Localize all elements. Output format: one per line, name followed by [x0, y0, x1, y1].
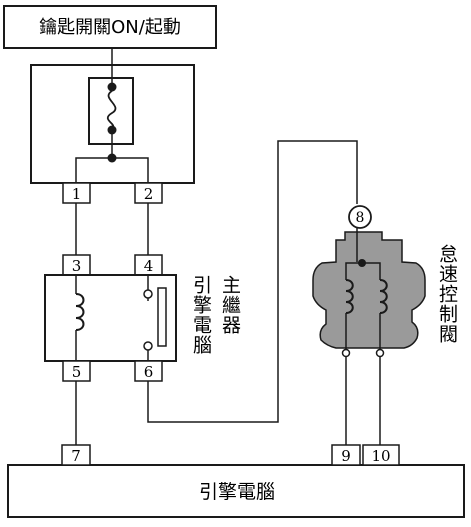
pin-3: 3: [62, 254, 91, 276]
pin-4: 4: [134, 254, 163, 276]
valve-coil-left-icon: [345, 279, 354, 314]
fuse-element: [88, 77, 134, 145]
relay-contact-bottom: [143, 341, 153, 351]
relay-contact-top: [143, 289, 153, 299]
valve-terminal-right: [375, 348, 385, 358]
pin-6: 6: [134, 360, 163, 382]
svg-text:主繼器: 主繼器: [219, 275, 241, 335]
key-switch-label: 鑰匙開關ON/起動: [39, 17, 181, 38]
pin-9: 9: [331, 444, 361, 466]
idle-control-valve: [312, 228, 426, 358]
main-relay: [44, 274, 177, 362]
relay-label-ecu: 引擎電腦: [190, 275, 212, 355]
pin-1: 1: [62, 182, 91, 204]
svg-text:5: 5: [72, 363, 82, 381]
valve-terminal-left: [341, 348, 351, 358]
svg-text:9: 9: [341, 447, 351, 465]
relay-label-main: 主繼器: [219, 275, 241, 335]
svg-text:4: 4: [144, 257, 154, 275]
relay-switch-icon: [157, 287, 167, 347]
fuse-bottom-node: [107, 125, 117, 135]
pin-10: 10: [362, 444, 400, 466]
ecu-label: 引擎電腦: [199, 481, 275, 503]
svg-text:6: 6: [144, 363, 154, 381]
pin-2: 2: [134, 182, 163, 204]
fuse-top-node: [107, 82, 117, 92]
svg-text:引擎電腦: 引擎電腦: [190, 275, 212, 355]
svg-text:10: 10: [371, 447, 390, 465]
fuse-box: [30, 64, 195, 184]
fuse-link-icon: [106, 90, 117, 129]
pin-8: 8: [348, 205, 372, 229]
svg-text:2: 2: [144, 185, 154, 203]
wire-6-8: [147, 140, 358, 423]
pin-5: 5: [62, 360, 91, 382]
svg-text:1: 1: [72, 185, 82, 203]
ecu-box: 引擎電腦: [7, 464, 465, 518]
relay-coil-icon: [75, 293, 85, 331]
svg-text:7: 7: [71, 447, 81, 465]
valve-body: [312, 231, 426, 349]
svg-text:8: 8: [356, 210, 365, 226]
key-switch-header: 鑰匙開關ON/起動: [3, 5, 217, 49]
pin-7: 7: [61, 444, 91, 466]
valve-label: 怠速控制閥: [436, 244, 458, 344]
svg-text:3: 3: [72, 257, 82, 275]
valve-coil-right-icon: [379, 279, 388, 314]
svg-text:怠速控制閥: 怠速控制閥: [436, 244, 458, 344]
